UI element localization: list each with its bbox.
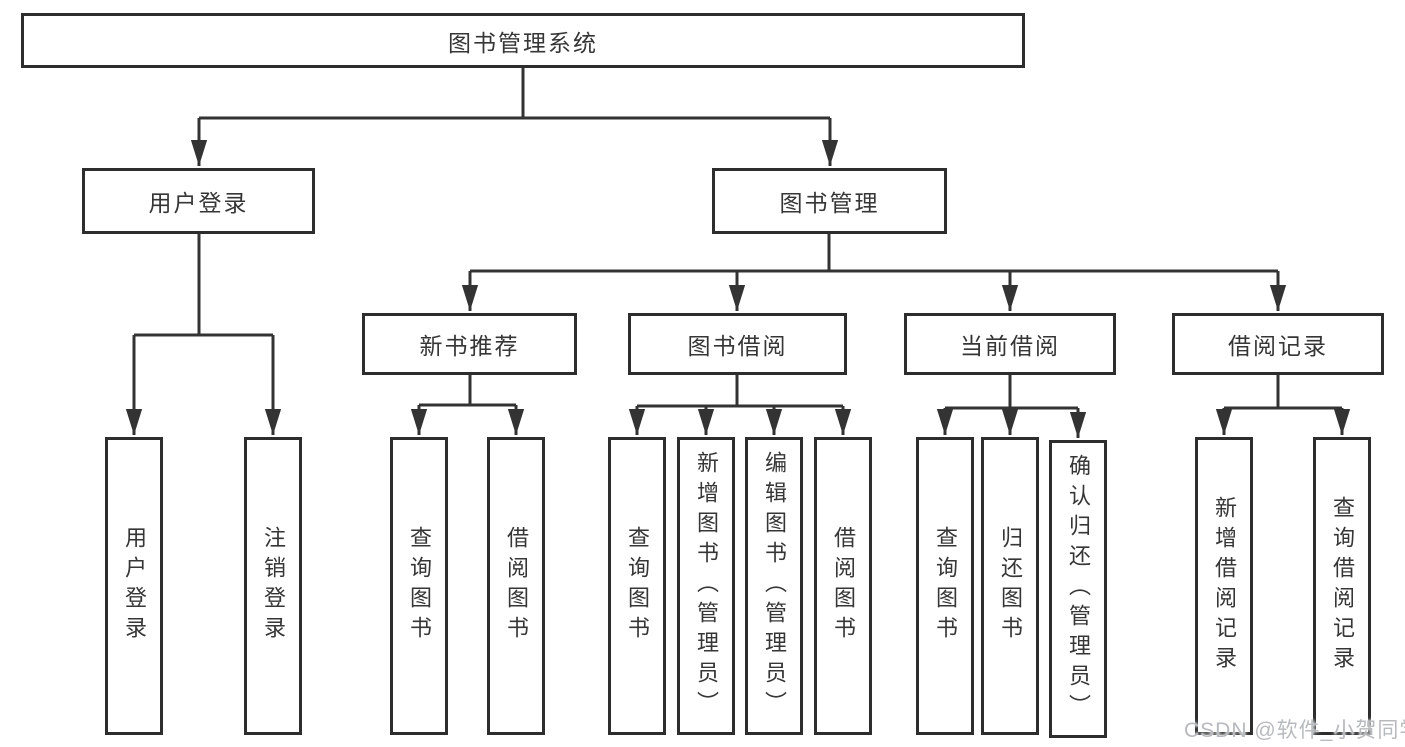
node-label: 用户登录 <box>148 190 249 216</box>
leaf-query-books-recommend: 查询图书 <box>390 437 448 735</box>
node-label: 查询图书 <box>933 526 958 646</box>
node-label: 借阅图书 <box>831 526 856 646</box>
node-borrowing-records: 借阅记录 <box>1172 313 1384 375</box>
leaf-borrow-books-borrowing: 借阅图书 <box>814 437 872 735</box>
node-label: 查询图书 <box>407 526 432 646</box>
node-label: 用户登录 <box>122 526 147 646</box>
node-label: 新增借阅记录 <box>1212 496 1237 676</box>
node-label: 注销登录 <box>261 526 286 646</box>
leaf-return-books: 归还图书 <box>981 437 1039 735</box>
node-library-system: 图书管理系统 <box>21 13 1025 68</box>
node-label: 编辑图书（管理员） <box>762 451 787 721</box>
leaf-confirm-return-admin: 确认归还（管理员） <box>1049 440 1107 738</box>
node-label: 新书推荐 <box>419 333 520 359</box>
leaf-edit-books-admin: 编辑图书（管理员） <box>745 437 803 735</box>
node-user-login: 用户登录 <box>82 168 315 234</box>
node-label: 当前借阅 <box>960 333 1060 359</box>
leaf-query-books-borrowing: 查询图书 <box>608 437 666 735</box>
node-label: 新增图书（管理员） <box>694 451 719 721</box>
node-label: 查询图书 <box>625 526 650 646</box>
node-label: 归还图书 <box>998 526 1023 646</box>
node-label: 借阅记录 <box>1228 333 1328 359</box>
node-label: 图书管理系统 <box>448 29 598 56</box>
leaf-query-books-current: 查询图书 <box>916 437 974 735</box>
leaf-add-borrow-record: 新增借阅记录 <box>1195 437 1253 735</box>
leaf-query-borrow-record: 查询借阅记录 <box>1313 437 1371 735</box>
csdn-watermark: CSDN @软件_小贺同学 <box>1184 719 1405 742</box>
leaf-user-login: 用户登录 <box>105 437 163 735</box>
node-label: 确认归还（管理员） <box>1066 454 1091 724</box>
node-book-management: 图书管理 <box>712 168 947 234</box>
node-new-book-recommend: 新书推荐 <box>362 313 577 375</box>
node-label: 查询借阅记录 <box>1330 496 1355 676</box>
leaf-add-books-admin: 新增图书（管理员） <box>677 437 735 735</box>
node-book-borrowing: 图书借阅 <box>628 313 847 375</box>
leaf-logout: 注销登录 <box>244 437 302 735</box>
node-label: 图书借阅 <box>687 333 788 359</box>
node-label: 图书管理 <box>779 190 880 216</box>
leaf-borrow-books-recommend: 借阅图书 <box>487 437 545 735</box>
node-label: 借阅图书 <box>504 526 529 646</box>
node-current-borrowing: 当前借阅 <box>904 313 1116 375</box>
